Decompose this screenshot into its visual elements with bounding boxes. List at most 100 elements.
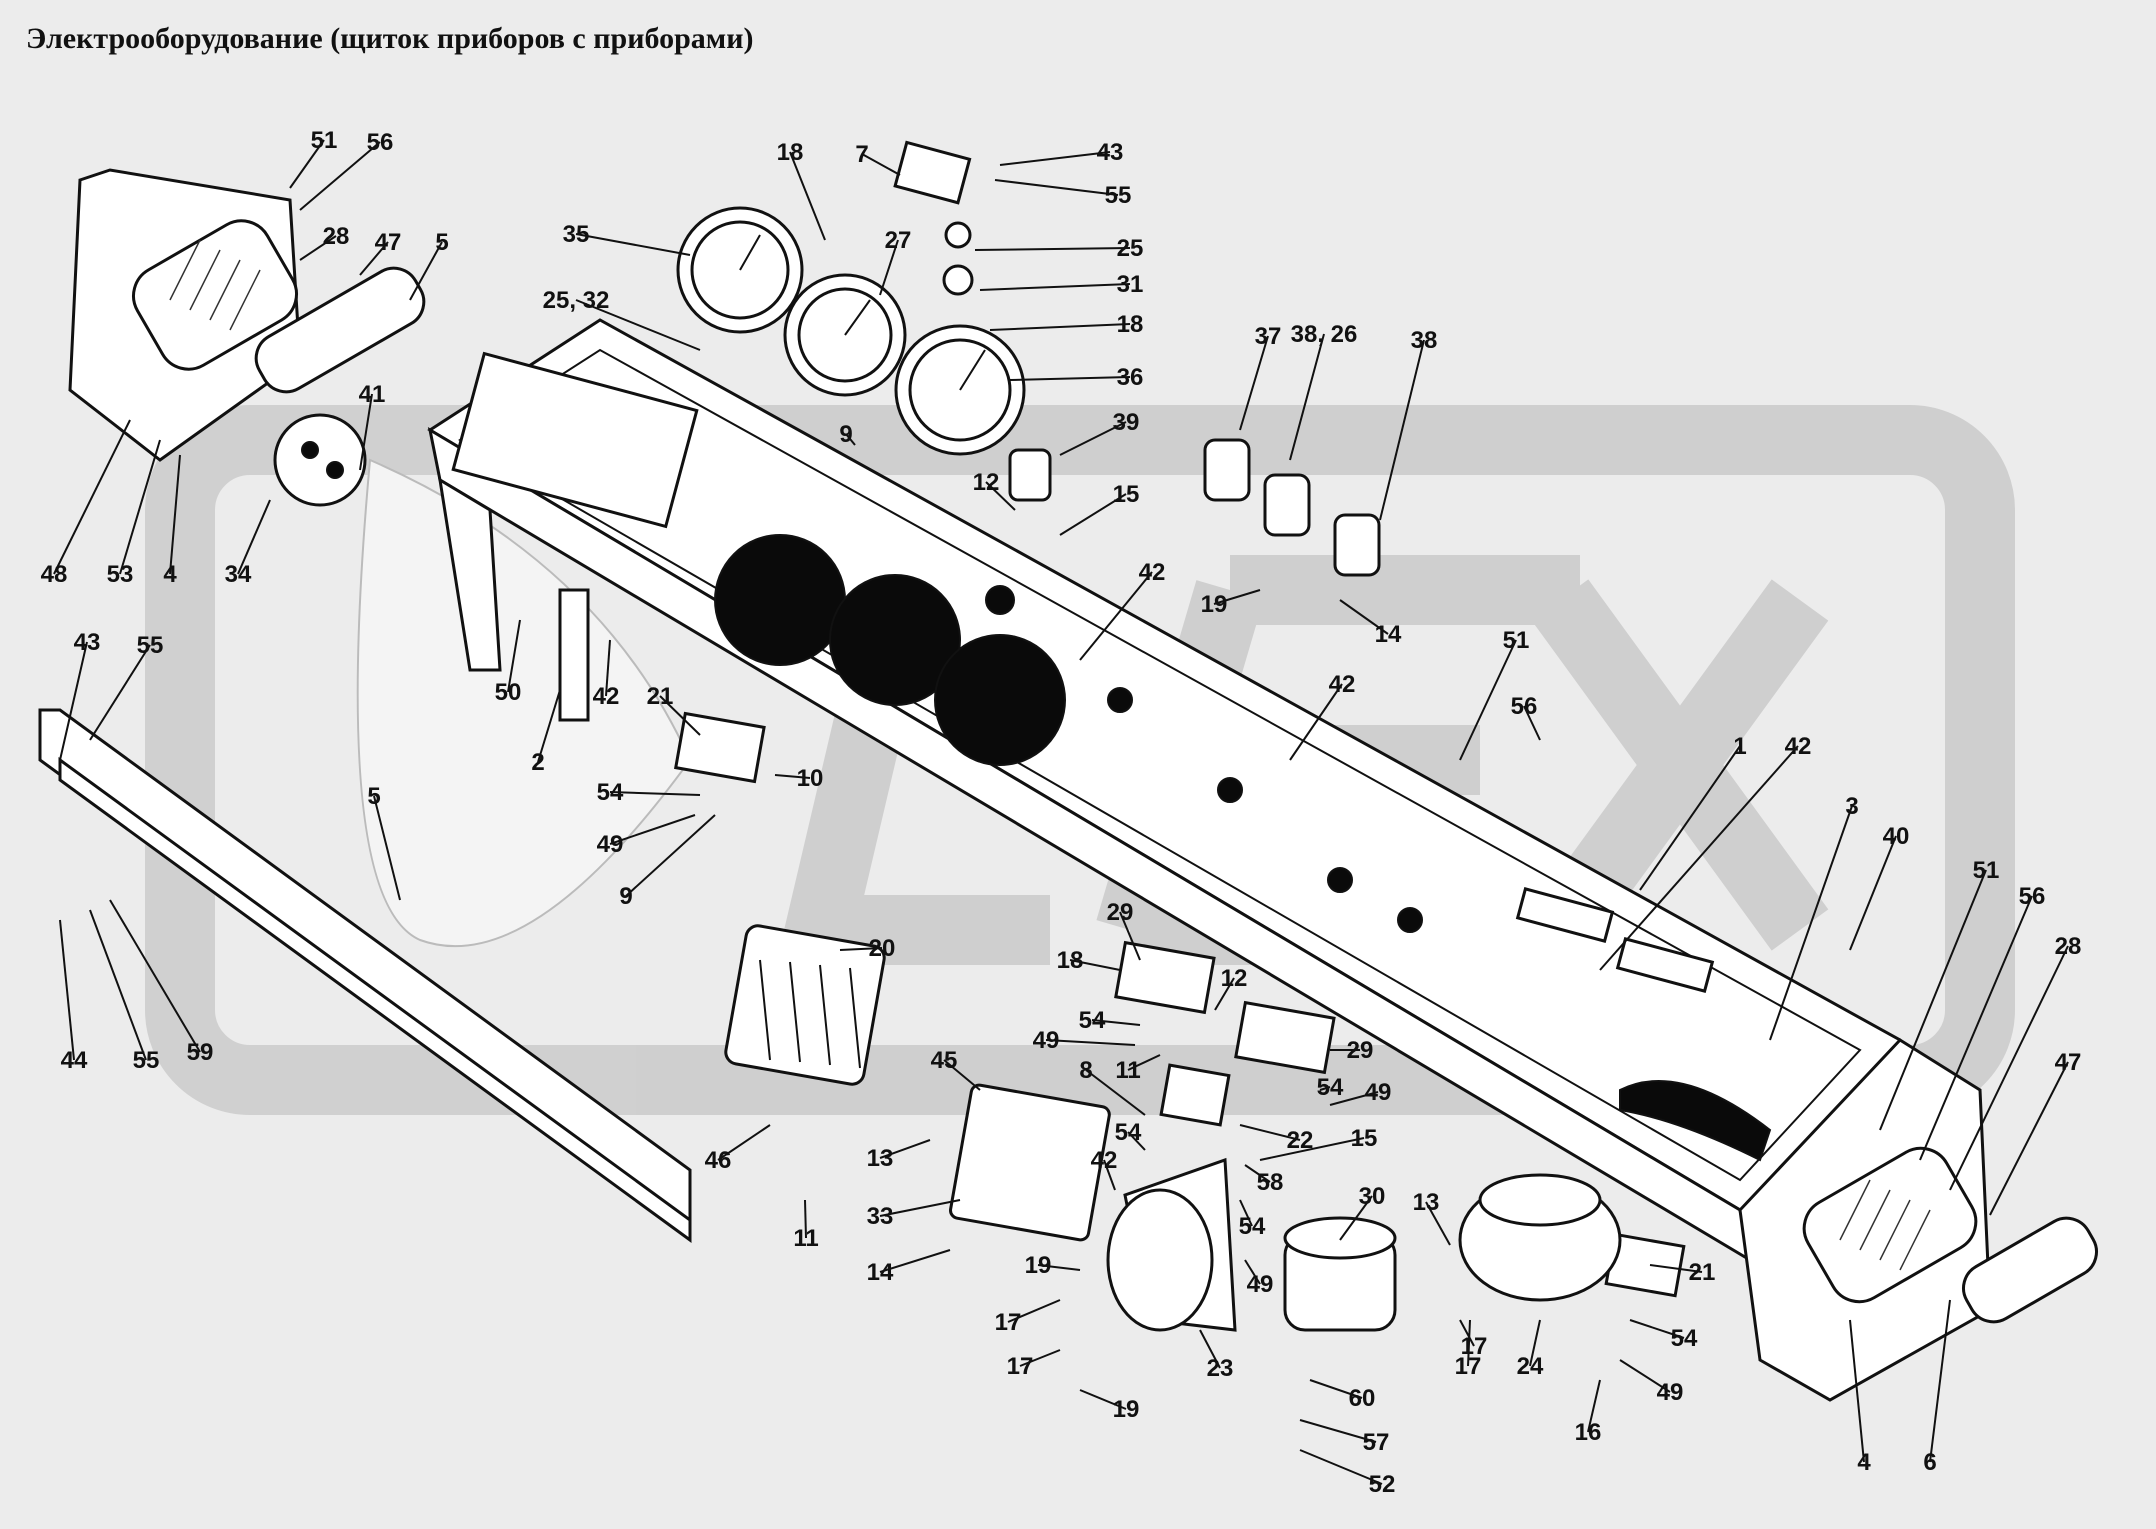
callout-leader-line [1239, 1124, 1301, 1141]
callout-leader-line [1119, 911, 1141, 961]
callout-leader-line [974, 247, 1131, 251]
callout-label: 3 [1845, 793, 1858, 820]
callout-leader-line [861, 153, 901, 176]
callout-leader-line [1085, 1069, 1146, 1116]
callout-leader-line [879, 239, 899, 296]
callout-leader-line [1037, 1264, 1081, 1271]
callout-label: 1 [1733, 733, 1746, 760]
callout-label: 5 [435, 229, 448, 256]
callout-label: 8 [1079, 1057, 1092, 1084]
callout-leader-line [1045, 1039, 1136, 1046]
callout-leader-line [1929, 1299, 1951, 1463]
callout-leader-line [839, 947, 883, 951]
callout-leader-line [999, 151, 1111, 166]
callout-label: 20 [869, 935, 896, 962]
callout-label: 45 [931, 1047, 958, 1074]
callout-leader-line [59, 641, 88, 761]
callout-label: 54 [1317, 1074, 1344, 1101]
callout-leader-line [609, 814, 696, 845]
callout-leader-line [1467, 1319, 1471, 1367]
panel-ghost [356, 458, 692, 948]
callout-leader-line [89, 909, 147, 1061]
callout-leader-line [1299, 1419, 1377, 1443]
callout-leader-line [1299, 1449, 1383, 1485]
callout-leader-line [789, 151, 826, 241]
callout-label: 55 [1105, 182, 1132, 209]
callout-label: 56 [1511, 693, 1538, 720]
callout-label: 54 [1239, 1213, 1266, 1240]
callout-label: 54 [1079, 1007, 1106, 1034]
callout-leader-line [943, 1059, 981, 1091]
callout-leader-line [575, 233, 691, 256]
callout-leader-line [1529, 1319, 1541, 1367]
callout-leader-line [537, 689, 561, 763]
callout-leader-line [59, 919, 75, 1061]
callout-leader-line [1289, 333, 1325, 461]
callout-label: 55 [133, 1047, 160, 1074]
callout-leader-line [1127, 1054, 1161, 1071]
callout-leader-line [985, 481, 1016, 511]
callout-leader-line [1239, 1199, 1253, 1227]
callout-label: 17 [1455, 1353, 1482, 1380]
callout-label: 52 [1369, 1471, 1396, 1498]
callout-leader-line [1639, 745, 1741, 891]
callout-label: 30 [1359, 1183, 1386, 1210]
callout-leader-line [1629, 1319, 1685, 1339]
callout-leader-line [1989, 1061, 2069, 1216]
callout-leader-line [625, 814, 716, 897]
callout-leader-line [119, 439, 161, 575]
callout-leader-line [359, 241, 389, 276]
callout-label: 39 [1113, 409, 1140, 436]
callout-label: 12 [1221, 965, 1248, 992]
callout-leader-line [1649, 1264, 1703, 1273]
callout-label: 13 [867, 1145, 894, 1172]
callout-leader-line [804, 1199, 807, 1239]
lower-units [724, 924, 1622, 1332]
callout-label: 47 [375, 229, 402, 256]
callout-label: 53 [107, 561, 134, 588]
callout-label: 46 [705, 1147, 732, 1174]
callout-label: 12 [973, 469, 1000, 496]
callout-label: 18 [1057, 947, 1084, 974]
callout-label: 34 [225, 561, 252, 588]
callout-label: 9 [619, 883, 632, 910]
callout-leader-line [1339, 1195, 1373, 1241]
callout-leader-line [1949, 945, 2069, 1191]
callout-leader-line [774, 774, 811, 779]
callout-label: 21 [1689, 1259, 1716, 1286]
callout-leader-line [1007, 1299, 1061, 1323]
callout-leader-line [359, 393, 373, 471]
callout-leader-line [1425, 1201, 1451, 1246]
callout-label: 59 [187, 1039, 214, 1066]
callout-leader-line [989, 323, 1131, 331]
callout-leader-line [1849, 835, 1897, 951]
callout-label: 42 [1091, 1147, 1118, 1174]
callout-leader-line [1079, 571, 1153, 661]
callout-label: 2 [531, 749, 544, 776]
callout-leader-line [609, 791, 701, 796]
callout-label: 38, 26 [1291, 321, 1358, 348]
callout-label: 28 [323, 223, 350, 250]
callout-label: 17 [1007, 1353, 1034, 1380]
callout-leader-line [1523, 705, 1541, 741]
callout-leader-line [169, 454, 181, 575]
callout-label: 14 [867, 1259, 894, 1286]
callout-leader-line [1309, 1379, 1363, 1399]
switches [674, 140, 1686, 1298]
callout-label: 7 [855, 141, 868, 168]
callout-leader-line [1329, 1091, 1379, 1106]
callout-leader-line [373, 795, 401, 901]
callout-label: 44 [61, 1047, 88, 1074]
callout-label: 19 [1201, 591, 1228, 618]
callout-label: 33 [867, 1203, 894, 1230]
callout-leader-line [575, 299, 701, 351]
diagram-title: Электрооборудование (щиток приборов с пр… [26, 22, 754, 55]
callout-label: 51 [311, 127, 338, 154]
callout-leader-line [109, 899, 201, 1053]
callout-label: 54 [1671, 1325, 1698, 1352]
callout-label: 49 [1365, 1079, 1392, 1106]
callout-label: 51 [1503, 627, 1530, 654]
callout-label: 49 [1657, 1379, 1684, 1406]
callout-label: 18 [777, 139, 804, 166]
callout-leader-line [1244, 1164, 1271, 1183]
